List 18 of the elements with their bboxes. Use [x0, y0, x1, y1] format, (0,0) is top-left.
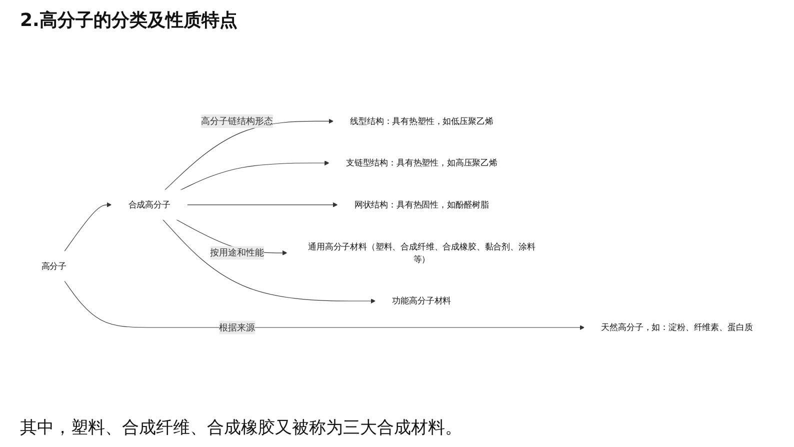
- note-text: 其中，塑料、合成纤维、合成橡胶又被称为三大合成材料。: [20, 417, 463, 439]
- edge-label: 按用途和性能: [210, 246, 264, 258]
- node-text: 高分子: [41, 260, 67, 271]
- arrow: [64, 202, 112, 252]
- arrow: [180, 160, 330, 190]
- node-text: 通用高分子材料（塑料、合成纤维、合成橡胶、黏合剂、涂料等）: [308, 241, 536, 264]
- edge-label: 根据来源: [219, 322, 256, 332]
- title: 2.高分子的分类及性质特点: [20, 9, 238, 32]
- node-text: 天然高分子，如：淀粉、纤维素、蛋白质: [601, 322, 753, 332]
- arrow: [64, 280, 585, 330]
- arrow: [186, 202, 338, 207]
- node-text: 支链型结构：具有热塑性，如高压聚乙烯: [346, 157, 498, 168]
- node-text: 线型结构：具有热塑性，如低压聚乙烯: [350, 116, 494, 126]
- node-text: 合成高分子: [128, 199, 170, 210]
- node-text: 功能高分子材料: [392, 295, 452, 306]
- arrow: [164, 118, 334, 190]
- edge-label: 高分子链结构形态: [201, 115, 274, 126]
- node-text: 网状结构：具有热固性，如酚醛树脂: [354, 199, 490, 210]
